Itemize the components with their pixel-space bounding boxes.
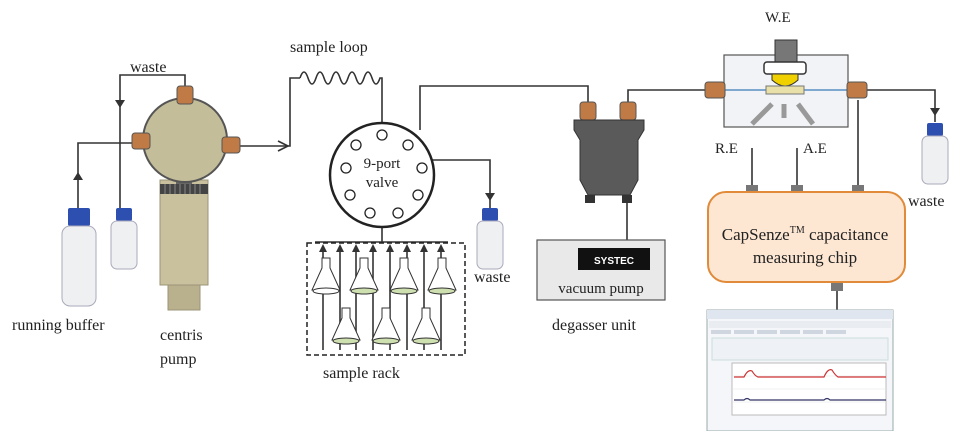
electrode-icon xyxy=(763,39,807,95)
tube-pump-to-waste xyxy=(119,74,186,208)
pump-collar xyxy=(160,184,208,194)
vacuum-pump-label: vacuum pump xyxy=(558,281,643,297)
pump-fitting-right xyxy=(221,136,241,154)
capsenze-chip xyxy=(707,191,906,283)
pump-fitting-top xyxy=(176,85,194,105)
chip-connector xyxy=(831,283,843,291)
sample-rack xyxy=(306,242,466,356)
bottle-icon xyxy=(476,208,504,270)
text-labels: waste sample loop 9-port valve waste run… xyxy=(12,10,944,382)
screenshot-thumbnail xyxy=(706,309,894,431)
tube-cell-to-waste xyxy=(866,89,936,122)
rack-arrowheads xyxy=(319,244,445,252)
we-label: W.E xyxy=(765,10,791,26)
tube-valve-to-waste xyxy=(432,159,491,208)
bottle-icon xyxy=(61,208,97,307)
flask-icon xyxy=(371,307,401,345)
flow-cell xyxy=(704,39,868,193)
sample-rack-label: sample rack xyxy=(323,365,400,382)
sample-loop-coil xyxy=(299,71,383,122)
systec-label: SYSTEC xyxy=(594,256,634,267)
pump-head xyxy=(142,97,228,183)
waste-mid-label: waste xyxy=(474,269,510,286)
chip-label-line1: CapSenzeTM capacitance xyxy=(722,225,889,244)
centris-label-line1: centris xyxy=(160,327,203,344)
tube-degasser-to-cell xyxy=(627,89,710,102)
centris-pump xyxy=(131,85,241,311)
degasser-unit xyxy=(536,101,666,301)
flask-icon xyxy=(427,257,457,295)
waste-left-label: waste xyxy=(130,59,166,76)
valve-label-line2: valve xyxy=(366,175,399,191)
flask-icon xyxy=(331,307,361,345)
pump-fitting-left xyxy=(131,132,151,150)
chip-label-line2: measuring chip xyxy=(753,248,857,267)
bottle-icon xyxy=(110,208,138,270)
centris-label-line2: pump xyxy=(160,351,196,368)
flask-icon xyxy=(389,257,419,295)
valve-label-line1: 9-port xyxy=(364,156,401,172)
re-label: R.E xyxy=(715,141,738,157)
pump-cylinder xyxy=(159,179,209,286)
waste-right-label: waste xyxy=(908,193,944,210)
running-buffer-label: running buffer xyxy=(12,317,105,334)
degasser-unit-label: degasser unit xyxy=(552,317,637,334)
tube-valve-to-degasser xyxy=(419,85,589,130)
sample-loop-label: sample loop xyxy=(290,39,368,56)
tube-pump-to-loop xyxy=(240,77,300,147)
flask-icon xyxy=(411,307,441,345)
ae-label: A.E xyxy=(803,141,827,157)
flask-icon xyxy=(349,257,379,295)
valve-icon xyxy=(328,121,436,229)
flask-icon xyxy=(311,257,341,295)
bottle-icon xyxy=(921,123,949,185)
tube-buffer-to-pump xyxy=(77,142,140,218)
